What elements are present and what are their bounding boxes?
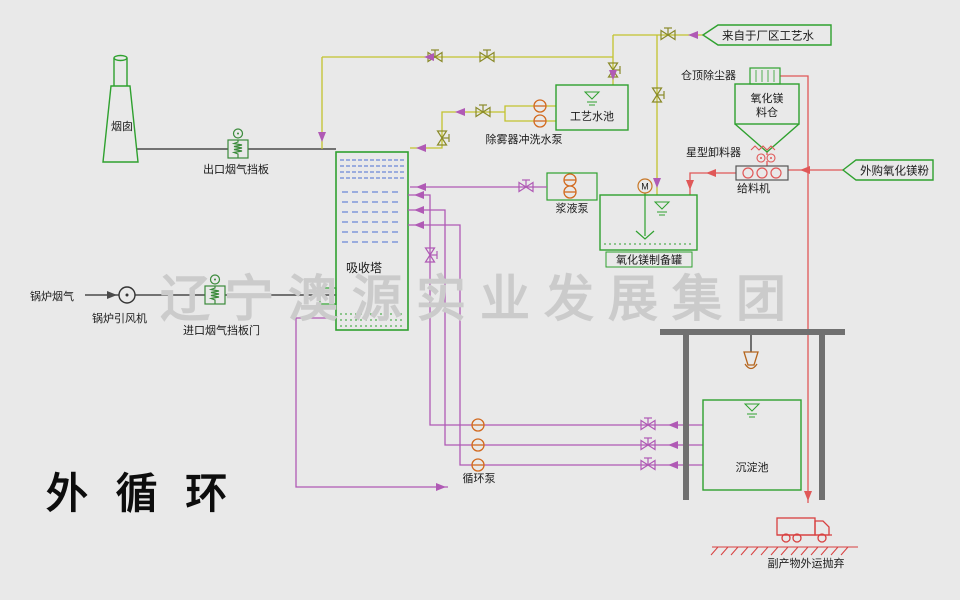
sedimentation-area: 沉淀池 副产物外运抛弃	[660, 329, 858, 570]
demister-pump-icon	[533, 114, 547, 128]
absorber-label: 吸收塔	[346, 261, 382, 275]
process-water-pool: 工艺水池	[555, 84, 629, 131]
flag-from-plant-water-label: 来自于厂区工艺水	[722, 30, 814, 43]
id-fan-icon	[118, 286, 136, 304]
mgo-silo-label-line1: 氧化镁	[751, 91, 784, 105]
circulation-pump-icon	[471, 438, 485, 452]
dump-truck-icon	[776, 517, 832, 543]
flag-from-plant-water: 来自于厂区工艺水	[701, 24, 832, 46]
grab-bucket-icon	[743, 351, 759, 370]
inlet-damper-label: 进口烟气挡板门	[183, 323, 260, 337]
flag-purchased-mgo-label: 外购氧化镁粉	[860, 164, 929, 178]
sedimentation-pool-label: 沉淀池	[736, 460, 769, 474]
process-water-pool-label: 工艺水池	[570, 110, 614, 123]
tower-inlet-box	[319, 287, 337, 305]
slurry-pump-icon	[563, 173, 577, 187]
watermark-text: 辽宁澳源实业发展集团	[160, 271, 800, 327]
chimney	[102, 54, 139, 163]
tower-demister-packing	[340, 159, 404, 243]
agitator-shaft	[635, 193, 655, 240]
circulation-pump-icon	[471, 458, 485, 472]
mgo-prep-tank: M 氧化镁制备罐	[599, 178, 698, 268]
process-water-system: 工艺水池 除雾器冲洗水泵 来自于厂区工艺水	[318, 24, 832, 195]
mgo-system: 仓顶除尘器 氧化镁 料仓 星型卸料器 给料机 外购氧化镁粉	[546, 67, 934, 503]
mgo-silo: 氧化镁 料仓	[734, 83, 800, 153]
circulation-system: 循环泵	[295, 179, 703, 491]
tower-liquid	[340, 313, 404, 327]
boiler-flue-gas-label: 锅炉烟气	[30, 289, 74, 303]
circulation-pump-label: 循环泵	[463, 472, 496, 485]
gantry-crane	[660, 329, 845, 500]
feeder-label: 给料机	[737, 181, 770, 195]
silo-dust-collector-label: 仓顶除尘器	[681, 68, 736, 82]
flue-gas-system: 烟囱 出口烟气挡板 锅炉烟气 锅炉引风机 进口烟气挡板门	[30, 54, 336, 337]
diagram-title: 外 循 环	[46, 470, 235, 517]
ground-hatch	[710, 546, 858, 556]
slurry-pump-icon	[563, 185, 577, 199]
slurry-lines	[295, 186, 703, 488]
demister-pump-label: 除雾器冲洗水泵	[486, 132, 563, 146]
powder-lines	[689, 75, 843, 503]
agitator-motor-label: M	[641, 182, 649, 192]
id-fan-label: 锅炉引风机	[92, 311, 147, 325]
slurry-pump-label: 浆液泵	[556, 201, 589, 215]
prep-tank-label-box	[605, 251, 693, 268]
byproduct-label: 副产物外运抛弃	[768, 556, 845, 570]
rotary-discharger-icon	[750, 145, 776, 163]
chimney-label: 烟囱	[111, 119, 133, 133]
flag-purchased-mgo: 外购氧化镁粉	[841, 159, 934, 181]
absorber-tower: 吸收塔	[319, 151, 409, 331]
sedimentation-pool: 沉淀池	[702, 399, 802, 491]
agitator-motor-icon	[637, 178, 653, 194]
circulation-pump-icon	[471, 418, 485, 432]
flue-duct-lines	[85, 148, 336, 296]
rotary-discharger-label: 星型卸料器	[686, 145, 741, 159]
demister-pump-icon	[533, 99, 547, 113]
feeder-icon	[735, 165, 789, 181]
outlet-damper-label: 出口烟气挡板	[203, 162, 269, 176]
prep-tank-label: 氧化镁制备罐	[616, 253, 682, 267]
process-water-lines	[321, 34, 703, 195]
mgo-silo-label-line2: 料仓	[756, 105, 778, 119]
